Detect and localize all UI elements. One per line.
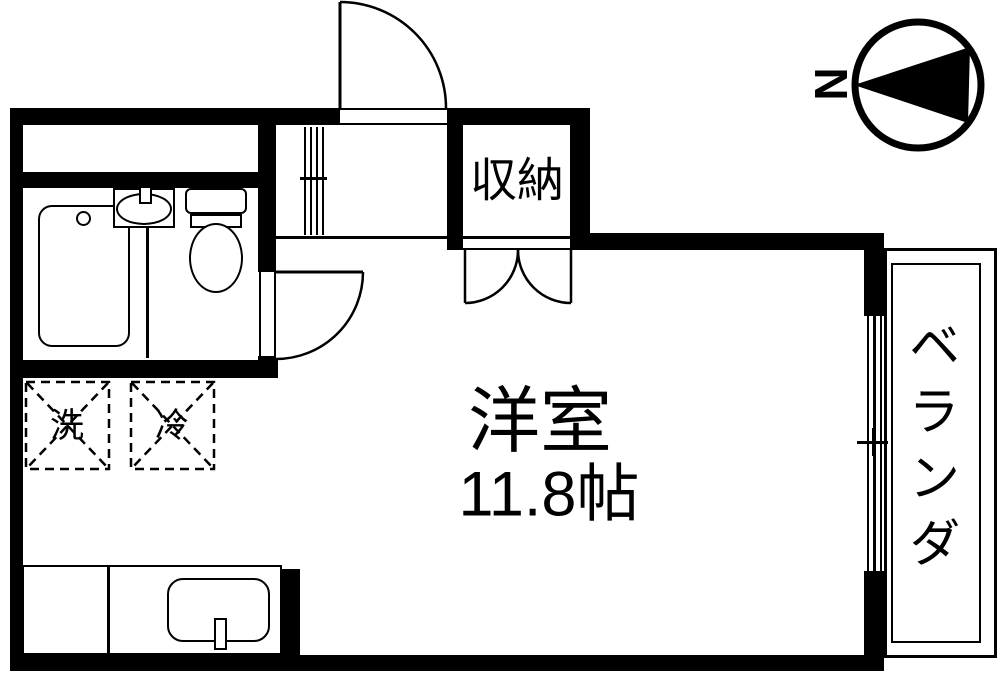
bathroom-divider-line (146, 227, 149, 358)
hall-sliding-door-line-1 (304, 127, 306, 235)
main-room-name-label: 洋室 (467, 382, 613, 462)
compass-north-label: N (805, 67, 857, 101)
entrance-opening (340, 108, 447, 125)
wall-top-left (10, 108, 340, 125)
genkan-step-line (276, 236, 570, 239)
wall-bath-inner-top (23, 172, 260, 188)
entrance-opening-bottom-line (340, 122, 447, 125)
bathroom-opening-right-line (273, 272, 276, 356)
bathtub (38, 205, 130, 347)
wall-north-right (570, 233, 884, 250)
veranda-label: ベランダ (900, 318, 958, 582)
wall-closet-right (570, 108, 590, 250)
wall-right-lower (864, 571, 884, 671)
fridge-box-outline (129, 380, 216, 471)
washer-box-diagonal-2 (26, 382, 109, 469)
closet-door-right-arc (516, 249, 572, 305)
bathroom-opening-left-line (258, 272, 261, 356)
toilet-tank (185, 188, 247, 214)
wall-closet-left (447, 108, 463, 250)
toilet-bowl (189, 223, 243, 293)
bathroom-door-arc (275, 271, 365, 361)
hall-sliding-door-line-4 (322, 127, 324, 235)
wall-bottom-outer (10, 655, 884, 671)
hall-sliding-door-line-3 (316, 127, 318, 235)
fridge-box-diagonal-2 (131, 382, 214, 469)
washer-box-outline (24, 380, 111, 471)
wall-kitchen-stub (282, 569, 300, 671)
closet-opening-bottom-line (463, 247, 570, 250)
wall-top-closet (447, 108, 590, 125)
compass-north-arrow (854, 47, 970, 123)
washbasin-faucet (139, 186, 152, 204)
wall-left-outer (10, 108, 23, 671)
kitchen-faucet (214, 618, 227, 650)
main-room-area-label: 11.8帖 (458, 459, 640, 530)
veranda-window-tick-v (871, 428, 874, 456)
washer-label: 洗 (50, 407, 84, 445)
bathtub-drain (76, 211, 91, 226)
fridge-box-diagonal-1 (131, 382, 214, 469)
kitchen-counter-divider (107, 565, 110, 655)
washer-box-diagonal-1 (26, 382, 109, 469)
wall-bath-bottom (10, 360, 278, 378)
veranda-inner-border (891, 263, 981, 643)
closet-label: 収納 (470, 153, 564, 207)
bathroom-door-opening (258, 272, 276, 356)
closet-door-left-arc (464, 249, 520, 305)
wall-right-upper (864, 233, 884, 315)
hall-sliding-door-tick-v (309, 165, 312, 192)
entrance-door-arc (339, 0, 448, 109)
hall-sliding-door-tick-h (300, 177, 327, 180)
entrance-opening-top-line (340, 108, 447, 110)
wall-bath-right-upper (258, 125, 276, 272)
fridge-label: 冷 (155, 407, 189, 445)
